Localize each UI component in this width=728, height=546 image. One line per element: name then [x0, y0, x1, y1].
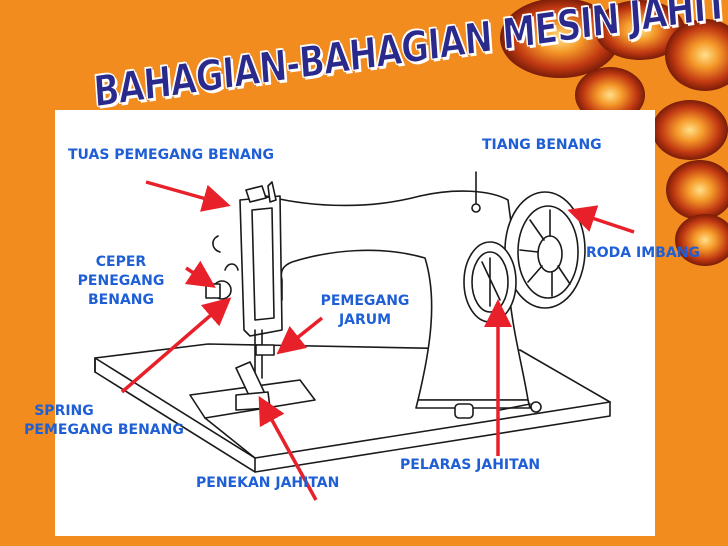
flower-icon: [500, 0, 728, 266]
label-penekan-jahitan: PENEKAN JAHITAN: [196, 475, 340, 491]
machine-head: [205, 181, 283, 337]
arrow-ceper-penegang-benang: [184, 260, 216, 288]
label-ceper-penegang-benang: CEPER PENEGANG BENANG: [62, 253, 180, 310]
arrow-spring-pemegang-benang: [120, 297, 232, 394]
label-line: CEPER: [95, 254, 147, 270]
arrow-tuas-pemegang-benang: [145, 180, 231, 212]
machine-body: [261, 190, 531, 409]
label-tiang-benang: TIANG BENANG: [482, 137, 602, 153]
label-line: PEMEGANG BENANG: [24, 422, 184, 438]
label-line: BENANG: [88, 292, 154, 308]
diagram-panel: [55, 110, 655, 536]
label-line: JARUM: [338, 312, 392, 328]
label-line: PEMEGANG: [320, 293, 410, 309]
machine-feet: [454, 401, 542, 419]
label-line: SPRING: [34, 403, 94, 419]
handwheel: [504, 191, 586, 309]
label-line: PENEGANG: [77, 273, 165, 289]
spool-pin: [471, 171, 481, 213]
label-tuas-pemegang-benang: TUAS PEMEGANG BENANG: [68, 147, 275, 163]
label-pelaras-jahitan: PELARAS JAHITAN: [400, 457, 541, 473]
label-roda-imbang: RODA IMBANG: [586, 245, 700, 261]
label-spring-pemegang-benang: SPRING PEMEGANG BENANG: [6, 402, 202, 440]
label-pemegang-jarum: PEMEGANG JARUM: [306, 292, 424, 330]
arrow-pemegang-jarum: [276, 316, 324, 355]
arrow-penekan-jahitan: [258, 395, 318, 501]
arrow-roda-imbang: [567, 205, 635, 234]
